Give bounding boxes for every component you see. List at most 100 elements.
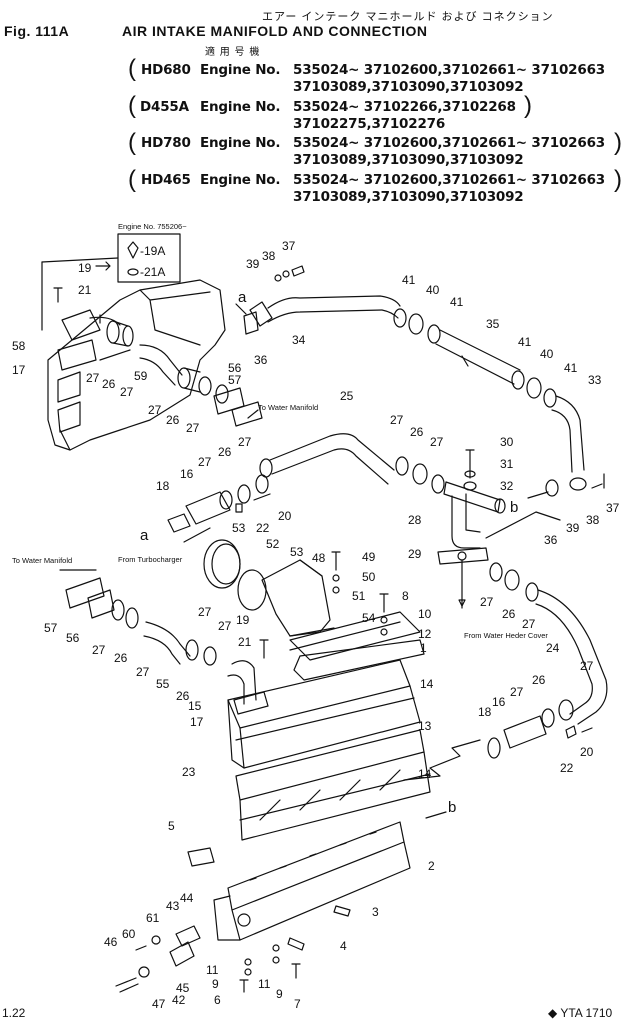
engine-model: HD780 bbox=[141, 135, 191, 151]
part-number-11: 11 bbox=[258, 977, 271, 991]
engine-no-note: Engine No. 755206~ bbox=[118, 222, 187, 231]
part-number-27: 27 bbox=[136, 665, 150, 679]
engine-cylinder-head bbox=[47, 279, 226, 451]
engine-label: Engine No. bbox=[200, 172, 281, 188]
elbow-48 bbox=[261, 551, 341, 637]
figure-title: AIR INTAKE MANIFOLD AND CONNECTION bbox=[122, 23, 428, 39]
from-turbocharger-label: From Turbocharger bbox=[118, 555, 183, 564]
engine-label: Engine No. bbox=[200, 135, 281, 151]
part-number-27: 27 bbox=[120, 385, 134, 399]
part-number-27: 27 bbox=[218, 619, 232, 633]
part-number-57: 57 bbox=[228, 373, 242, 387]
part-number-18: 18 bbox=[478, 705, 492, 719]
reference-markers bbox=[183, 303, 561, 819]
part-number-14: 14 bbox=[418, 767, 432, 781]
engine-serial-line2: 37102275,37102276 bbox=[293, 116, 446, 132]
part-number-52: 52 bbox=[266, 537, 280, 551]
part-number-56: 56 bbox=[228, 361, 242, 375]
part-number-19: 19 bbox=[78, 261, 92, 275]
part-number-31: 31 bbox=[500, 457, 514, 471]
part-number-3: 3 bbox=[372, 905, 379, 919]
part-number-7: 7 bbox=[294, 997, 301, 1011]
hose-right-24 bbox=[487, 562, 608, 759]
part-number-41: 41 bbox=[518, 335, 532, 349]
upper-pipe-assembly bbox=[249, 295, 605, 497]
part-number-26: 26 bbox=[102, 377, 116, 391]
engine-model: D455A bbox=[140, 99, 189, 115]
part-number-16: 16 bbox=[492, 695, 506, 709]
part-number-45: 45 bbox=[176, 981, 190, 995]
part-number-26: 26 bbox=[218, 445, 232, 459]
part-number-27: 27 bbox=[86, 371, 100, 385]
rings-52-53 bbox=[203, 539, 267, 611]
part-number-39: 39 bbox=[566, 521, 580, 535]
engine-model: HD680 bbox=[141, 62, 191, 78]
part-number-30: 30 bbox=[500, 435, 514, 449]
part-number-26: 26 bbox=[410, 425, 424, 439]
engine-serial-line1: 535024~ 37102266,37102268 bbox=[293, 99, 516, 115]
part-number-26: 26 bbox=[166, 413, 180, 427]
hose-row-upper bbox=[106, 320, 245, 415]
part-number-19: 19 bbox=[236, 613, 250, 627]
figure-number: Fig. 111A bbox=[4, 23, 70, 39]
part-number-40: 40 bbox=[540, 347, 554, 361]
from-water-header-cover-label: From Water Heder Cover bbox=[464, 631, 548, 640]
part-number-61: 61 bbox=[146, 911, 160, 925]
part-number-16: 16 bbox=[180, 467, 194, 481]
figure-code: ◆ YTA 1710 bbox=[548, 1006, 612, 1019]
ref-19a: -19A bbox=[140, 244, 165, 258]
part-number-56: 56 bbox=[66, 631, 80, 645]
leader-to-water-2 bbox=[247, 409, 259, 419]
part-number-41: 41 bbox=[402, 273, 416, 287]
part-number-26: 26 bbox=[176, 689, 190, 703]
part-number-27: 27 bbox=[480, 595, 494, 609]
engine-label: Engine No. bbox=[200, 99, 281, 115]
part-number-9: 9 bbox=[276, 987, 283, 1001]
part-number-53: 53 bbox=[232, 521, 246, 535]
part-number-54: 54 bbox=[362, 611, 376, 625]
part-number-36: 36 bbox=[544, 533, 558, 547]
part-number-20: 20 bbox=[580, 745, 594, 759]
part-number-59: 59 bbox=[134, 369, 148, 383]
part-number-27: 27 bbox=[198, 455, 212, 469]
part-number-27: 27 bbox=[148, 403, 162, 417]
engine-serial-line1: 535024~ 37102600,37102661~ 37102663 bbox=[293, 62, 605, 78]
part-number-21: 21 bbox=[78, 283, 92, 297]
part-number-26: 26 bbox=[114, 651, 128, 665]
part-number-27: 27 bbox=[238, 435, 252, 449]
part-number-41: 41 bbox=[450, 295, 464, 309]
part-number-27: 27 bbox=[522, 617, 536, 631]
part-number-26: 26 bbox=[502, 607, 516, 621]
part-number-29: 29 bbox=[408, 547, 422, 561]
elbow-assembly-top bbox=[53, 287, 121, 371]
part-number-51: 51 bbox=[352, 589, 366, 603]
part-number-12: 12 bbox=[418, 627, 432, 641]
part-number-21: 21 bbox=[238, 635, 252, 649]
engine-serial-line2: 37103089,37103090,37103092 bbox=[293, 79, 524, 95]
part-number-38: 38 bbox=[586, 513, 600, 527]
part-number-34: 34 bbox=[292, 333, 306, 347]
part-number-13: 13 bbox=[418, 719, 432, 733]
engine-serial-line2: 37103089,37103090,37103092 bbox=[293, 152, 524, 168]
japanese-title: エアー インテーク マニホールド および コネクション bbox=[262, 11, 554, 23]
aftercooler-housing-13 bbox=[227, 659, 431, 841]
annotation-labels: To Water Manifold To Water Manifold From… bbox=[12, 289, 548, 816]
part-number-49: 49 bbox=[362, 550, 376, 564]
part-number-32: 32 bbox=[500, 479, 514, 493]
part-number-23: 23 bbox=[182, 765, 196, 779]
part-number-41: 41 bbox=[564, 361, 578, 375]
middle-pipe-assembly bbox=[259, 433, 506, 514]
part-number-18: 18 bbox=[156, 479, 170, 493]
ref-21a: -21A bbox=[140, 265, 165, 279]
bolts-top bbox=[243, 265, 305, 335]
part-number-27: 27 bbox=[390, 413, 404, 427]
part-number-53: 53 bbox=[290, 545, 304, 559]
part-number-27: 27 bbox=[186, 421, 200, 435]
part-number-27: 27 bbox=[580, 659, 594, 673]
part-number-9: 9 bbox=[212, 977, 219, 991]
manifold-cover-1 bbox=[289, 593, 425, 681]
part-number-4: 4 bbox=[340, 939, 347, 953]
part-number-48: 48 bbox=[312, 551, 326, 565]
